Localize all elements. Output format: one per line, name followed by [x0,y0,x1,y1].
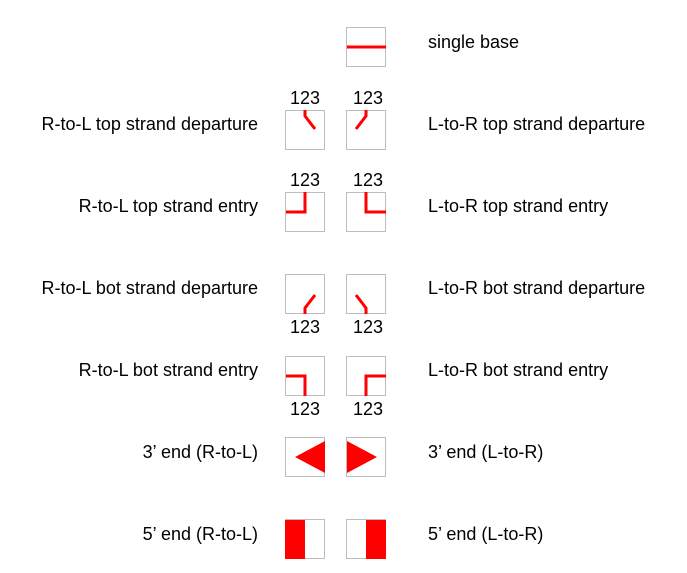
three-prime-rtol-label: 3’ end (R-to-L) [142,442,258,462]
five-prime-rtol-label: 5’ end (R-to-L) [142,524,258,544]
five-prime-ltor-box [346,519,386,559]
single-base-box [346,27,386,67]
corner-down-right-icon [364,374,386,396]
ltor-top-departure-box [346,110,386,150]
right-bot-entry-number: 123 [352,399,384,419]
diagonal-down-right-icon [354,294,368,314]
three-prime-ltor-box [346,437,386,477]
corner-up-right-icon [364,192,386,214]
rtol-top-entry-label: R-to-L top strand entry [78,196,258,216]
left-bot-departure-number: 123 [289,317,321,337]
left-bot-entry-number: 123 [289,399,321,419]
ltor-bot-entry-label: L-to-R bot strand entry [428,360,609,380]
rtol-top-departure-box [285,110,325,150]
rtol-bot-entry-box [285,356,325,396]
ltor-bot-departure-box [346,274,386,314]
five-prime-rtol-box [285,519,325,559]
diagonal-up-left-icon [303,110,317,130]
horizontal-line-icon [347,45,386,49]
rtol-top-entry-box [285,192,325,232]
three-prime-ltor-label: 3’ end (L-to-R) [428,442,544,462]
single-base-label: single base [428,32,520,52]
triangle-left-icon [295,441,325,473]
ltor-top-entry-label: L-to-R top strand entry [428,196,609,216]
rtol-bot-departure-label: R-to-L bot strand departure [41,278,258,298]
triangle-right-icon [347,441,377,473]
diagonal-down-left-icon [303,294,317,314]
rtol-bot-entry-label: R-to-L bot strand entry [78,360,258,380]
left-top-entry-number: 123 [289,170,321,190]
diagonal-up-right-icon [354,110,368,130]
three-prime-rtol-box [285,437,325,477]
ltor-top-entry-box [346,192,386,232]
rtol-top-departure-label: R-to-L top strand departure [41,114,258,134]
ltor-bot-entry-box [346,356,386,396]
five-prime-ltor-label: 5’ end (L-to-R) [428,524,544,544]
right-top-departure-number: 123 [352,88,384,108]
corner-up-left-icon [286,192,307,214]
corner-down-left-icon [286,374,307,396]
block-left-icon [285,520,305,559]
left-top-departure-number: 123 [289,88,321,108]
ltor-top-departure-label: L-to-R top strand departure [428,114,646,134]
rtol-bot-departure-box [285,274,325,314]
right-top-entry-number: 123 [352,170,384,190]
block-right-icon [366,520,386,559]
right-bot-departure-number: 123 [352,317,384,337]
ltor-bot-departure-label: L-to-R bot strand departure [428,278,646,298]
